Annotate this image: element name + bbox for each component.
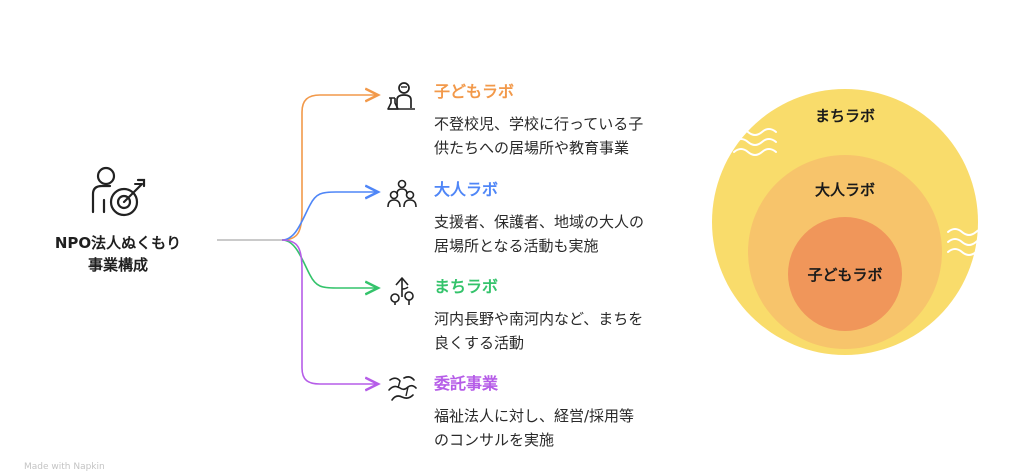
connector-kodomo <box>281 95 378 241</box>
branch-desc-machi-line2: 良くする活動 <box>434 334 525 352</box>
group-people-icon <box>387 179 417 208</box>
wave-left-decoration <box>733 128 777 156</box>
branch-title-otona: 大人ラボ <box>434 180 499 199</box>
branch-desc-machi-line1: 河内長野や南河内など、まちを <box>434 310 644 328</box>
connector-machi <box>281 239 378 288</box>
root-label-line2: 事業構成 <box>87 256 148 274</box>
branch-title-kodomo: 子どもラボ <box>434 82 515 101</box>
branch-desc-itaku-line1: 福祉法人に対し、経営/採用等 <box>434 407 635 425</box>
branch-desc-itaku: 福祉法人に対し、経営/採用等 のコンサルを実施 <box>434 404 694 452</box>
footer-watermark: Made with Napkin <box>24 462 105 472</box>
branch-desc-kodomo-line2: 供たちへの居場所や教育事業 <box>434 139 630 157</box>
branch-desc-otona-line2: 居場所となる活動も実施 <box>434 237 599 255</box>
connector-otona <box>281 192 378 241</box>
branch-desc-itaku-line2: のコンサルを実施 <box>434 431 555 449</box>
root-label: NPO法人ぬくもり 事業構成 <box>20 232 216 276</box>
circle-label-kodomo: 子どもラボ <box>807 266 883 284</box>
branch-desc-kodomo-line1: 不登校児、学校に行っている子 <box>434 115 644 133</box>
circles-graphic <box>712 89 991 355</box>
root-label-line1: NPO法人ぬくもり <box>54 234 182 252</box>
wave-right-decoration <box>947 228 991 256</box>
connector-itaku <box>281 239 378 384</box>
branch-title-itaku: 委託事業 <box>434 374 499 393</box>
concentric-circles: まちラボ 大人ラボ 子どもラボ <box>700 72 1020 372</box>
branch-desc-otona: 支援者、保護者、地域の大人の 居場所となる活動も実施 <box>434 210 694 258</box>
circle-label-machi: まちラボ <box>814 107 876 125</box>
child-scientist-icon <box>387 82 415 110</box>
circle-inner-kodomo <box>788 217 902 331</box>
branch-desc-kodomo: 不登校児、学校に行っている子 供たちへの居場所や教育事業 <box>434 112 694 160</box>
branch-desc-otona-line1: 支援者、保護者、地域の大人の <box>434 213 645 231</box>
circle-label-otona: 大人ラボ <box>814 181 876 199</box>
person-target-icon <box>91 166 146 217</box>
branch-title-machi: まちラボ <box>434 277 499 296</box>
town-growth-icon <box>390 277 414 305</box>
branch-desc-machi: 河内長野や南河内など、まちを 良くする活動 <box>434 307 694 355</box>
network-hands-icon <box>388 376 417 401</box>
